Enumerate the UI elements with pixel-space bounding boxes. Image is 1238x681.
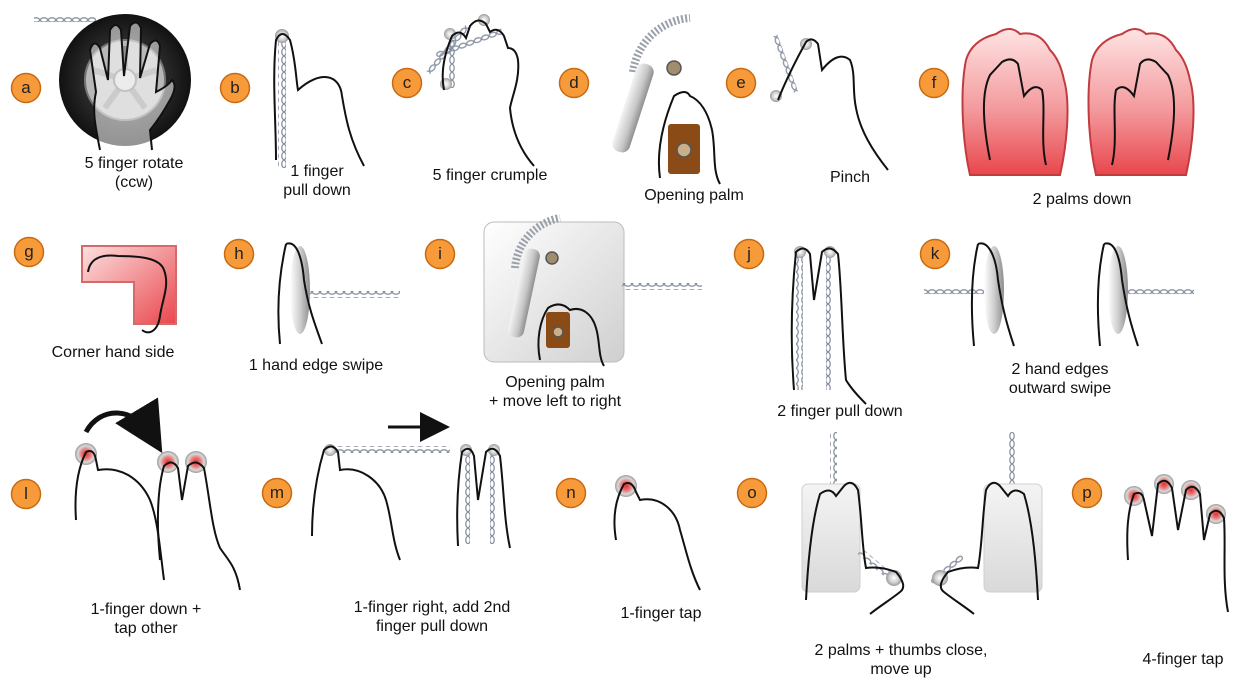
badge-letter: k [919,238,951,270]
caption-line: 1 finger [272,162,362,181]
illustration-o [802,432,1042,614]
caption-line: 2 hand edges [990,360,1130,379]
badge-k: k [919,238,951,270]
caption-g: Corner hand side [40,343,186,362]
caption-line: + move left to right [470,392,640,411]
caption-j: 2 finger pull down [760,402,920,421]
illustration-m [312,427,510,560]
caption-c: 5 finger crumple [415,166,565,185]
badge-n: n [555,477,587,509]
caption-b: 1 finger pull down [272,162,362,200]
badge-letter: p [1071,477,1103,509]
badge-letter: j [733,238,765,270]
caption-line: 2 palms down [1020,190,1144,209]
badge-f: f [918,67,950,99]
illustration-e [770,35,888,170]
illustration-g [82,246,176,332]
illustration-n [614,475,700,590]
caption-f: 2 palms down [1020,190,1144,209]
illustration-l [75,413,240,590]
badge-h: h [223,238,255,270]
illustration-f [963,29,1194,175]
illustration-h [278,243,400,344]
illustration-p [1124,474,1228,612]
badge-letter: c [391,67,423,99]
caption-line: 2 finger pull down [760,402,920,421]
caption-k: 2 hand edges outward swipe [990,360,1130,398]
illustration-i [484,218,702,366]
badge-o: o [736,477,768,509]
badge-l: l [10,478,42,510]
caption-m: 1-finger right, add 2nd finger pull down [332,598,532,636]
caption-l: 1-finger down + tap other [76,600,216,638]
badge-g: g [13,236,45,268]
caption-h: 1 hand edge swipe [236,356,396,375]
badge-letter: i [424,238,456,270]
caption-line: pull down [272,181,362,200]
badge-letter: n [555,477,587,509]
badge-letter: e [725,67,757,99]
badge-letter: o [736,477,768,509]
caption-p: 4-finger tap [1130,650,1236,669]
caption-line: Opening palm [470,373,640,392]
badge-a: a [10,72,42,104]
caption-line: 5 finger rotate [74,154,194,173]
caption-line: 1-finger right, add 2nd [332,598,532,617]
caption-a: 5 finger rotate (ccw) [74,154,194,192]
caption-n: 1-finger tap [606,604,716,623]
illustration-a [34,14,191,150]
illustration-j [792,246,866,404]
caption-line: Opening palm [636,186,752,205]
badge-m: m [261,477,293,509]
caption-line: 2 palms + thumbs close, [796,641,1006,660]
badge-d: d [558,67,590,99]
caption-line: finger pull down [332,617,532,636]
caption-line: Corner hand side [40,343,186,362]
badge-letter: l [10,478,42,510]
badge-letter: d [558,67,590,99]
caption-line: move up [796,660,1006,679]
badge-i: i [424,238,456,270]
badge-p: p [1071,477,1103,509]
badge-letter: b [219,72,251,104]
caption-line: 1-finger down + [76,600,216,619]
caption-line: 1 hand edge swipe [236,356,396,375]
caption-o: 2 palms + thumbs close, move up [796,641,1006,679]
illustration-k [924,243,1194,346]
badge-letter: m [261,477,293,509]
badge-letter: g [13,236,45,268]
badge-letter: f [918,67,950,99]
badge-e: e [725,67,757,99]
caption-d: Opening palm [636,186,752,205]
caption-line: 5 finger crumple [415,166,565,185]
caption-line: outward swipe [990,379,1130,398]
caption-line: tap other [76,619,216,638]
badge-letter: h [223,238,255,270]
caption-line: Pinch [810,168,890,187]
badge-letter: a [10,72,42,104]
caption-e: Pinch [810,168,890,187]
caption-line: 4-finger tap [1130,650,1236,669]
illustration-b [274,29,364,168]
badge-b: b [219,72,251,104]
caption-line: 1-finger tap [606,604,716,623]
caption-line: (ccw) [74,173,194,192]
illustration-c [425,14,534,166]
badge-j: j [733,238,765,270]
illustration-d [610,18,720,184]
badge-c: c [391,67,423,99]
caption-i: Opening palm + move left to right [470,373,640,411]
